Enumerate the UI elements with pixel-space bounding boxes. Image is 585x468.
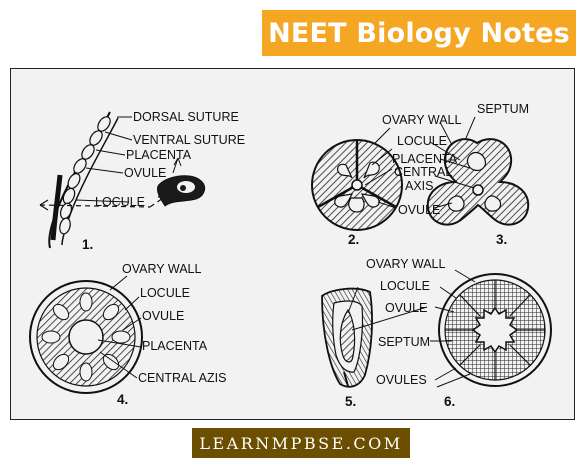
diagram-4-free-central: OVARY WALL LOCULE OVULE PLACENTA CENTRAL… (29, 262, 226, 407)
diagram-number-6: 6. (444, 394, 455, 409)
label-ventral-suture: VENTRAL SUTURE (133, 133, 245, 147)
label-ovule-1: OVULE (124, 166, 166, 180)
diagram-number-4: 4. (117, 392, 128, 407)
diagram-2-axile: 2. (311, 139, 403, 247)
label-placenta-4: PLACENTA (142, 339, 208, 353)
label-placenta-23: PLACENTA (392, 152, 458, 166)
label-placenta-1: PLACENTA (126, 148, 192, 162)
diagram-number-3: 3. (496, 232, 507, 247)
diagram-2-3-labels: OVARY WALL SEPTUM LOCULE PLACENTA CENTRA… (364, 102, 529, 217)
label-septum-56: SEPTUM (378, 335, 430, 349)
label-central-azis-4: CENTRAL AZIS (138, 371, 226, 385)
label-ovule-23: OVULE (398, 203, 440, 217)
label-ovary-wall-56: OVARY WALL (366, 257, 445, 271)
label-ovule-4: OVULE (142, 309, 184, 323)
diagram-number-5: 5. (345, 394, 356, 409)
label-locule-56: LOCULE (380, 279, 430, 293)
page-title-badge: NEET Biology Notes (262, 10, 576, 56)
label-septum-23: SEPTUM (477, 102, 529, 116)
diagram-number-1: 1. (82, 237, 93, 252)
diagram-5-basal: 5. (321, 287, 373, 409)
label-locule-4: LOCULE (140, 286, 190, 300)
label-ovules-56: OVULES (376, 373, 427, 387)
diagram-1-marginal: DORSAL SUTURE VENTRAL SUTURE PLACENTA OV… (39, 110, 245, 252)
diagram-number-2: 2. (348, 232, 359, 247)
label-ovary-wall-23: OVARY WALL (382, 113, 461, 127)
label-locule-1: LOCULE (95, 195, 145, 209)
label-locule-23: LOCULE (397, 134, 447, 148)
label-axis-23: AXIS (405, 179, 434, 193)
label-central-23: CENTRAL (394, 165, 452, 179)
diagram-6-parietal: 6. (438, 273, 552, 409)
label-ovary-wall-4: OVARY WALL (122, 262, 201, 276)
page-title: NEET Biology Notes (268, 17, 570, 49)
label-dorsal-suture: DORSAL SUTURE (133, 110, 239, 124)
site-name: LEARNMPBSE.COM (199, 433, 403, 453)
diagram-3-axile-trilobed: 3. (426, 138, 530, 247)
label-ovule-56: OVULE (385, 301, 427, 315)
site-footer-badge: LEARNMPBSE.COM (192, 428, 410, 458)
diagram-5-6-labels: OVARY WALL LOCULE OVULE SEPTUM OVULES (347, 257, 476, 388)
